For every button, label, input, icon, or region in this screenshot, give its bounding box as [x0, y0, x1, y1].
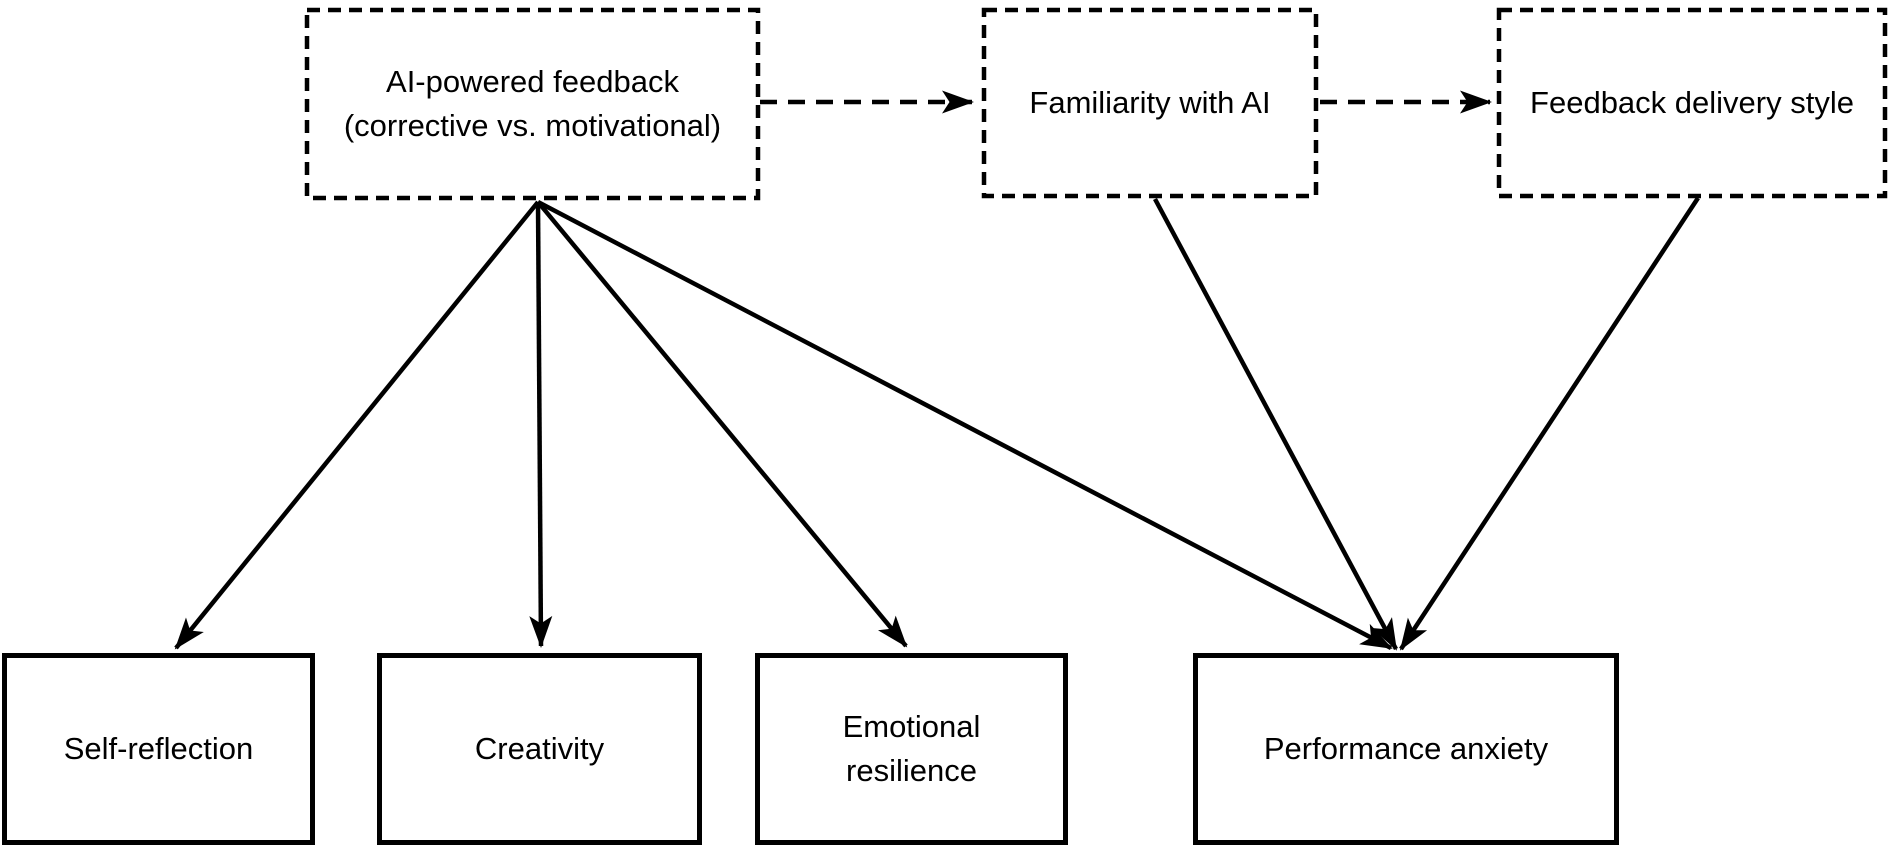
edge-ai-powered-feedback-to-self-reflection	[174, 200, 540, 650]
node-ai-powered-feedback: AI-powered feedback (corrective vs. moti…	[305, 8, 760, 200]
node-self-reflection: Self-reflection	[2, 653, 315, 845]
node-box-creativity	[377, 653, 702, 845]
node-box-self-reflection	[2, 653, 315, 845]
node-boxes	[2, 7, 1888, 845]
node-label-line: (corrective vs. motivational)	[343, 108, 722, 143]
node-label-line: Self-reflection	[63, 730, 254, 766]
node-performance-anxiety: Performance anxiety	[1193, 653, 1619, 845]
node-label-line: Creativity	[474, 730, 605, 766]
node-label-line: AI-powered feedback	[386, 63, 679, 99]
node-label-line: resilience	[846, 753, 977, 788]
edge-ai-powered-feedback-to-creativity	[529, 201, 553, 648]
node-feedback-delivery-style: Feedback delivery style	[1497, 8, 1887, 198]
node-emotional-resilience: Emotional resilience	[755, 653, 1068, 845]
node-creativity: Creativity	[377, 653, 702, 845]
node-box-ai-powered-feedback	[304, 7, 761, 201]
node-label-line: Emotional	[842, 708, 981, 744]
edge-familiarity-with-ai-to-performance-anxiety	[1153, 197, 1398, 651]
node-box-emotional-resilience	[755, 653, 1068, 845]
edge-feedback-delivery-style-to-performance-anxiety	[1399, 196, 1700, 651]
node-label-line: Familiarity with AI	[1029, 84, 1271, 120]
node-label-line: Performance anxiety	[1263, 730, 1549, 766]
edge-ai-powered-feedback-to-emotional-resilience	[536, 200, 908, 648]
node-familiarity-with-ai: Familiarity with AI	[982, 8, 1318, 198]
node-box-performance-anxiety	[1193, 653, 1619, 845]
node-label-line: Feedback delivery style	[1530, 84, 1854, 120]
edges	[174, 90, 1700, 651]
edge-ai-powered-feedback-to-performance-anxiety	[536, 200, 1393, 650]
node-box-feedback-delivery-style	[1496, 7, 1888, 199]
node-box-familiarity-with-ai	[981, 7, 1319, 199]
